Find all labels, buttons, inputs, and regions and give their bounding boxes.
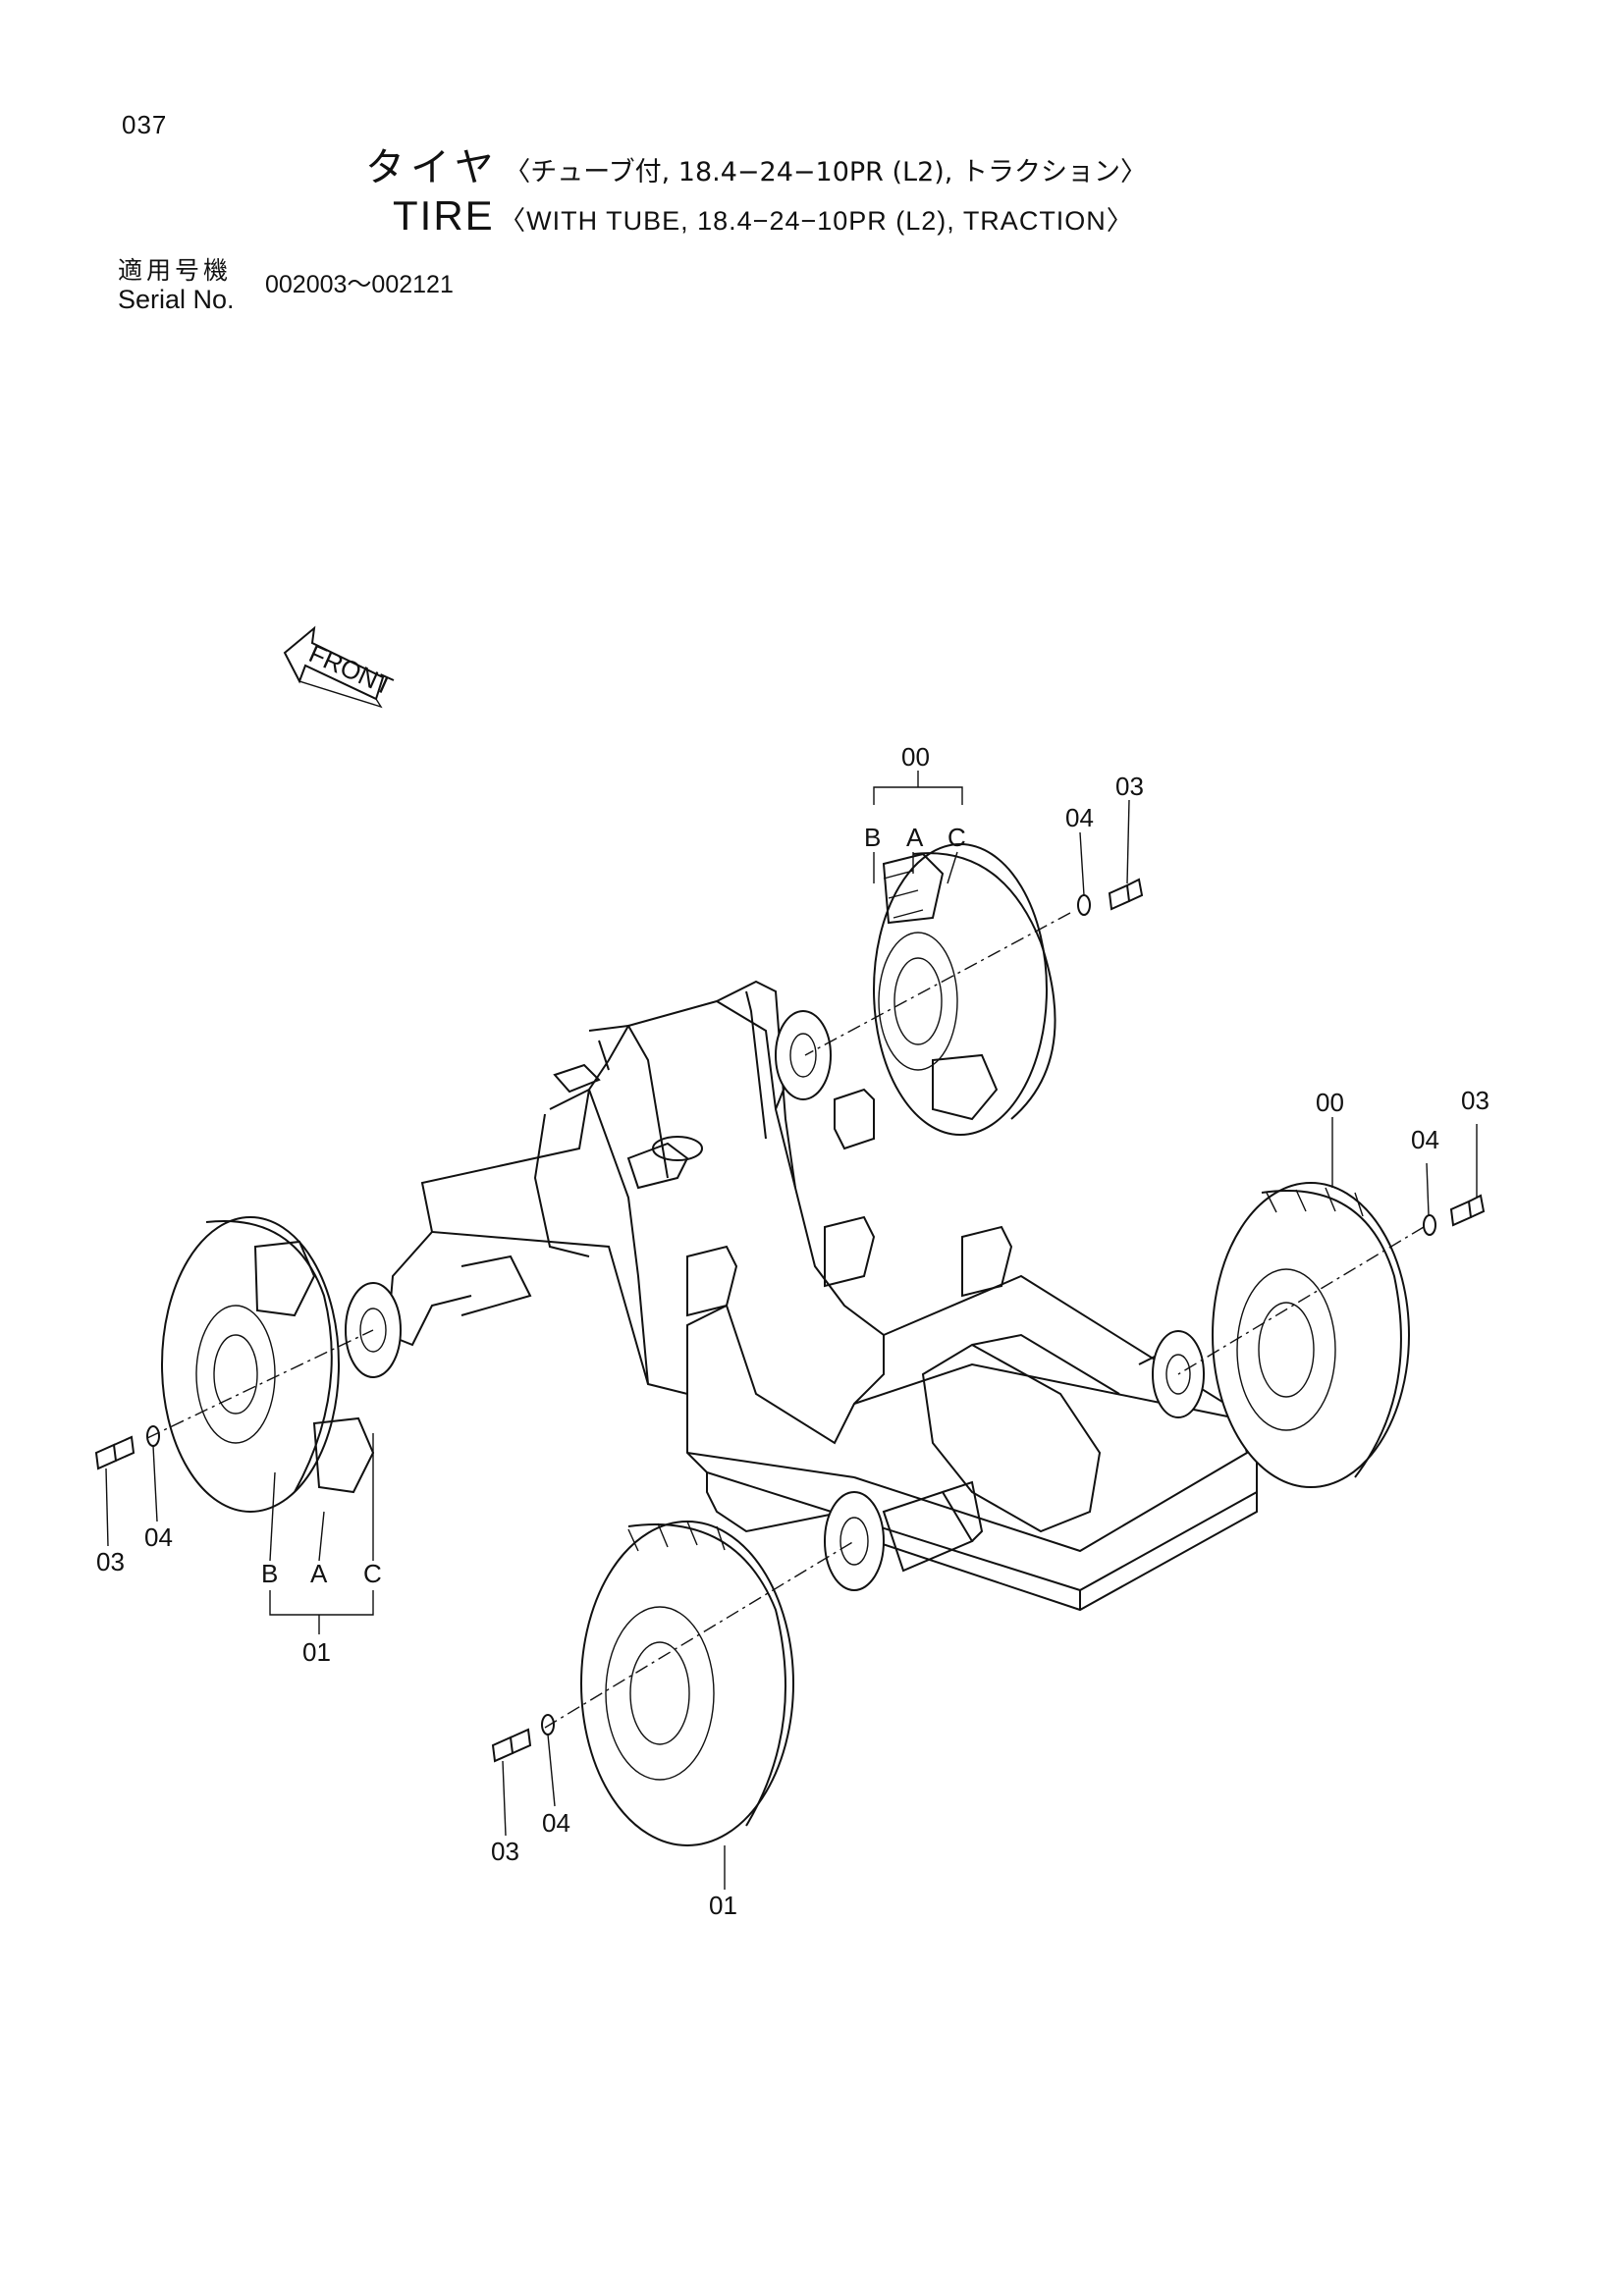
callout-rear-left-b: B: [261, 1559, 278, 1588]
serial-range: 002003～002121: [265, 271, 454, 298]
center-lines: [146, 912, 1425, 1729]
callout-front-left-bolt: 03: [491, 1837, 519, 1866]
hub-flange-rear-right: [775, 1010, 832, 1100]
title-jp-main: タイヤ: [365, 145, 500, 190]
callout-rear-right-bolt: 03: [1115, 772, 1144, 801]
serial-label-en: Serial No.: [118, 285, 235, 314]
bolt-rear-right: [1108, 878, 1144, 911]
title-english: TIRE 〈WITH TUBE, 18.4−24−10PR (L2), TRAC…: [393, 192, 1134, 240]
bolt-rear-left: [94, 1435, 135, 1470]
washer-rear-right: [1077, 894, 1091, 916]
callout-rear-left-a: A: [310, 1559, 328, 1588]
callout-rear-left-group: 01: [302, 1637, 331, 1667]
title-en-detail: 〈WITH TUBE, 18.4−24−10PR (L2), TRACTION〉: [499, 206, 1134, 236]
callout-labels: 00 B A C 04 03 00 04 03 B A C 01 04 03 0…: [96, 742, 1489, 1920]
callout-leaders: [105, 771, 1478, 1890]
bolt-front-left: [491, 1728, 532, 1763]
callout-rear-right-group: 00: [901, 742, 930, 772]
chassis-frame: [345, 980, 1258, 1612]
tire-rear-left: [161, 1216, 375, 1513]
front-label: FRONT: [304, 638, 397, 701]
callout-front-left-tire: 01: [709, 1891, 737, 1920]
washer-rear-left: [146, 1425, 160, 1447]
title-en-main: TIRE: [393, 192, 495, 239]
callout-rear-right-c: C: [947, 823, 966, 852]
title-japanese: タイヤ 〈チューブ付, 18.4−24−10PR (L2), トラクション〉: [365, 135, 1147, 192]
callout-front-right-washer: 04: [1411, 1125, 1439, 1154]
callout-rear-right-b: B: [864, 823, 881, 852]
callout-front-left-washer: 04: [542, 1808, 570, 1838]
serial-label-jp: 適用号機: [118, 256, 233, 285]
callout-rear-left-washer: 04: [144, 1522, 173, 1552]
front-arrow-icon: FRONT: [283, 625, 397, 709]
tire-rear-right: [873, 843, 1056, 1136]
washer-front-right: [1423, 1214, 1436, 1236]
callout-front-right-tire: 00: [1316, 1088, 1344, 1117]
bolt-front-right: [1449, 1194, 1486, 1227]
callout-front-right-bolt: 03: [1461, 1086, 1489, 1115]
page-number: 037: [122, 110, 168, 139]
callout-rear-right-a: A: [906, 823, 924, 852]
tire-front-left: [580, 1521, 794, 1846]
hub-flange-front-left: [824, 1491, 885, 1591]
callout-rear-left-bolt: 03: [96, 1547, 125, 1576]
tire-front-right: [1212, 1182, 1410, 1488]
callout-rear-left-c: C: [363, 1559, 382, 1588]
callout-rear-right-washer: 04: [1065, 803, 1094, 832]
title-jp-detail: 〈チューブ付, 18.4−24−10PR (L2), トラクション〉: [504, 157, 1147, 187]
washer-front-left: [541, 1714, 555, 1735]
serial-number-block: 適用号機 Serial No. 002003～002121: [118, 251, 454, 315]
